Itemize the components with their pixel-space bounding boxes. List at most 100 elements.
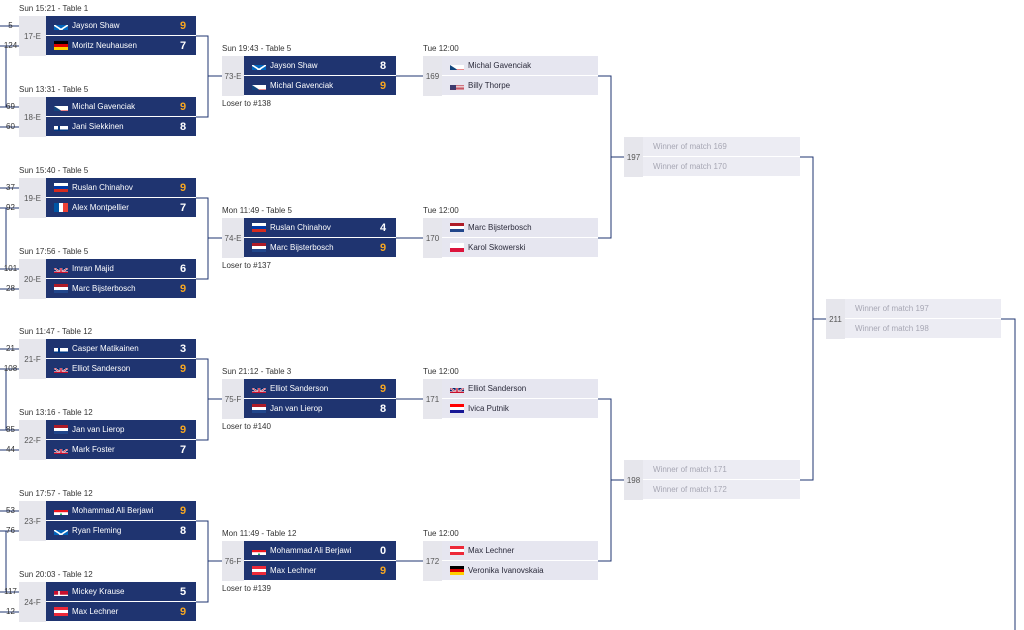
match-time-label: Sun 19:43 - Table 5	[222, 44, 292, 53]
player-name: Michal Gavenciak	[468, 61, 532, 70]
flag-gbr-icon	[54, 364, 68, 373]
cze-flag-graphic	[450, 65, 464, 70]
player-name: Casper Matikainen	[72, 344, 139, 353]
player-score: 9	[379, 382, 387, 395]
bracket-connector	[800, 156, 814, 481]
player-name: Ryan Fleming	[72, 526, 122, 535]
player-score: 7	[179, 201, 187, 214]
gbr-flag-graphic	[54, 267, 68, 273]
player-row[interactable]: Marc Bijsterbosch 9	[46, 279, 196, 299]
seed-number: 44	[6, 445, 15, 454]
match-id-label: 169	[423, 56, 442, 96]
player-row[interactable]: Ivica Putnik	[442, 399, 598, 419]
player-row[interactable]: Veronika Ivanovskaia	[442, 561, 598, 581]
placeholder-row[interactable]: Winner of match 172	[625, 480, 800, 500]
match-id-label: 73-E	[222, 56, 244, 96]
player-row[interactable]: Ryan Fleming 8	[46, 521, 196, 541]
player-score: 9	[179, 282, 187, 295]
placeholder-row[interactable]: Winner of match 169	[625, 137, 800, 157]
placeholder-row[interactable]: Winner of match 171	[625, 460, 800, 480]
match-id-label: 23-F	[19, 501, 46, 541]
match-time-label: Sun 21:12 - Table 3	[222, 367, 292, 376]
player-name: Marc Bijsterbosch	[270, 243, 334, 252]
flag-ned-icon	[54, 284, 68, 293]
player-row[interactable]: Moritz Neuhausen 7	[46, 36, 196, 56]
player-name: Michal Gavenciak	[72, 102, 136, 111]
player-row[interactable]: Karol Skowerski	[442, 238, 598, 258]
sco-flag-graphic	[252, 64, 266, 70]
player-name: Ruslan Chinahov	[270, 223, 331, 232]
player-row[interactable]: Elliot Sanderson 9	[244, 379, 396, 399]
flag-rus-icon	[54, 183, 68, 192]
match-time-label: Tue 12:00	[423, 367, 459, 376]
player-name: Elliot Sanderson	[468, 384, 527, 393]
player-name: Elliot Sanderson	[270, 384, 329, 393]
player-row[interactable]: Michal Gavenciak	[442, 56, 598, 76]
match-id-label: 172	[423, 541, 442, 581]
seed-number: 117	[4, 587, 17, 596]
loser-destination-label: Loser to #139	[222, 584, 271, 593]
player-row[interactable]: Alex Montpellier 7	[46, 198, 196, 218]
match-time-label: Tue 12:00	[423, 529, 459, 538]
match-id-label: 76-F	[222, 541, 244, 581]
player-score: 7	[179, 39, 187, 52]
player-row[interactable]: Marc Bijsterbosch	[442, 218, 598, 238]
seed-number: 21	[6, 344, 15, 353]
seed-number: 37	[6, 183, 15, 192]
flag-lbn-icon	[252, 546, 266, 555]
player-score: 9	[379, 79, 387, 92]
seed-number: 12	[6, 607, 15, 616]
player-name: Moritz Neuhausen	[72, 41, 137, 50]
player-name: Alex Montpellier	[72, 203, 129, 212]
player-row[interactable]: Billy Thorpe	[442, 76, 598, 96]
lbn-flag-graphic	[54, 510, 68, 515]
bracket-connector	[598, 398, 612, 562]
player-score: 9	[179, 19, 187, 32]
cze-flag-graphic	[54, 106, 68, 111]
placeholder-name: Winner of match 169	[653, 142, 727, 151]
player-name: Jayson Shaw	[270, 61, 318, 70]
match-time-label: Sun 13:31 - Table 5	[19, 85, 89, 94]
flag-gbr-icon	[54, 264, 68, 273]
flag-cze-icon	[252, 81, 266, 90]
bracket-connector	[196, 197, 209, 280]
gbr-flag-graphic	[54, 448, 68, 454]
match-time-label: Mon 11:49 - Table 12	[222, 529, 297, 538]
loser-destination-label: Loser to #140	[222, 422, 271, 431]
match-id-label: 20-E	[19, 259, 46, 299]
match-id-label: 198	[624, 460, 643, 500]
seed-number: 108	[3, 364, 18, 373]
player-row[interactable]: Max Lechner	[442, 541, 598, 561]
player-name: Ivica Putnik	[468, 404, 509, 413]
player-name: Marc Bijsterbosch	[72, 284, 136, 293]
placeholder-row[interactable]: Winner of match 198	[827, 319, 1001, 339]
flag-ned-icon	[450, 223, 464, 232]
seed-number: 28	[6, 284, 15, 293]
player-row[interactable]: Elliot Sanderson	[442, 379, 598, 399]
player-name: Jan van Lierop	[72, 425, 125, 434]
placeholder-row[interactable]: Winner of match 197	[827, 299, 1001, 319]
match-time-label: Tue 12:00	[423, 44, 459, 53]
player-score: 8	[379, 402, 387, 415]
player-score: 8	[179, 524, 187, 537]
placeholder-row[interactable]: Winner of match 170	[625, 157, 800, 177]
